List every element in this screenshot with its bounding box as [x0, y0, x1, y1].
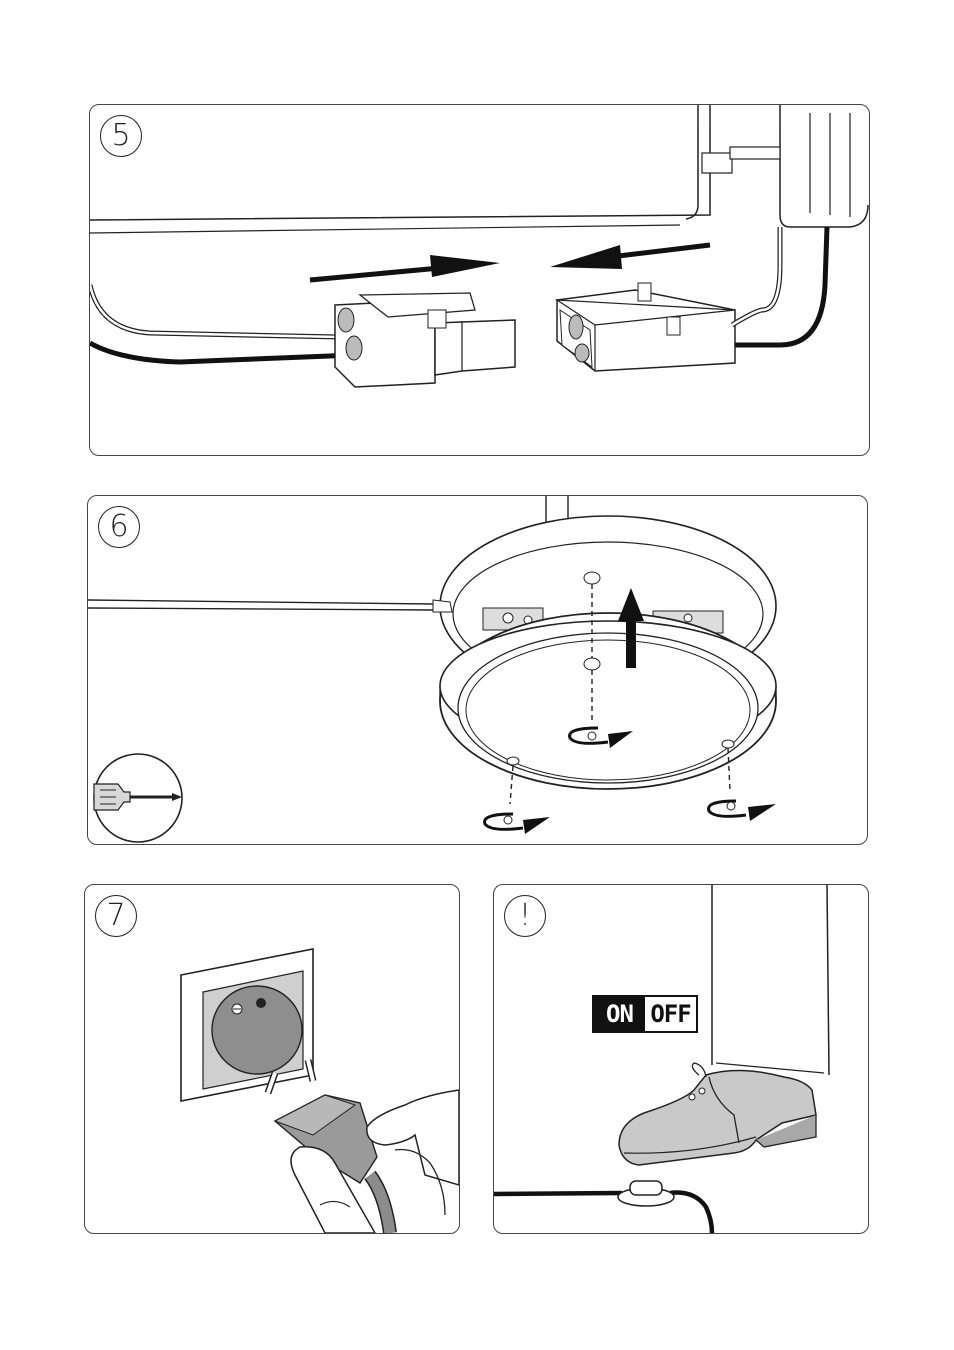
unscrew-arrow-right [709, 801, 776, 821]
connector-male [335, 293, 515, 387]
push-arrow-right [310, 255, 500, 280]
foot-switch [494, 1181, 712, 1233]
push-arrow-left [550, 245, 710, 269]
wall-socket [181, 949, 313, 1101]
warning-panel: ! ON OFF [493, 884, 869, 1234]
step-6-number: 6 [98, 506, 140, 548]
unscrew-arrow-left [485, 814, 550, 834]
connector-female [557, 283, 735, 371]
off-label: OFF [645, 997, 696, 1031]
step-7-panel: 7 [84, 884, 460, 1234]
warning-symbol: ! [504, 895, 546, 937]
phillips-screwdriver-icon [94, 754, 182, 842]
step-5-panel: 5 [89, 104, 870, 456]
shoe [619, 1063, 816, 1165]
step-5-number: 5 [100, 115, 142, 157]
foot-switch-illustration [494, 885, 868, 1233]
step-7-number: 7 [95, 895, 137, 937]
plug-in-illustration [85, 885, 459, 1233]
cover-removal-illustration [88, 496, 867, 844]
connector-illustration [90, 105, 869, 455]
on-off-switch-label: ON OFF [592, 995, 698, 1033]
on-label: ON [594, 997, 645, 1031]
step-6-panel: 6 [87, 495, 868, 845]
